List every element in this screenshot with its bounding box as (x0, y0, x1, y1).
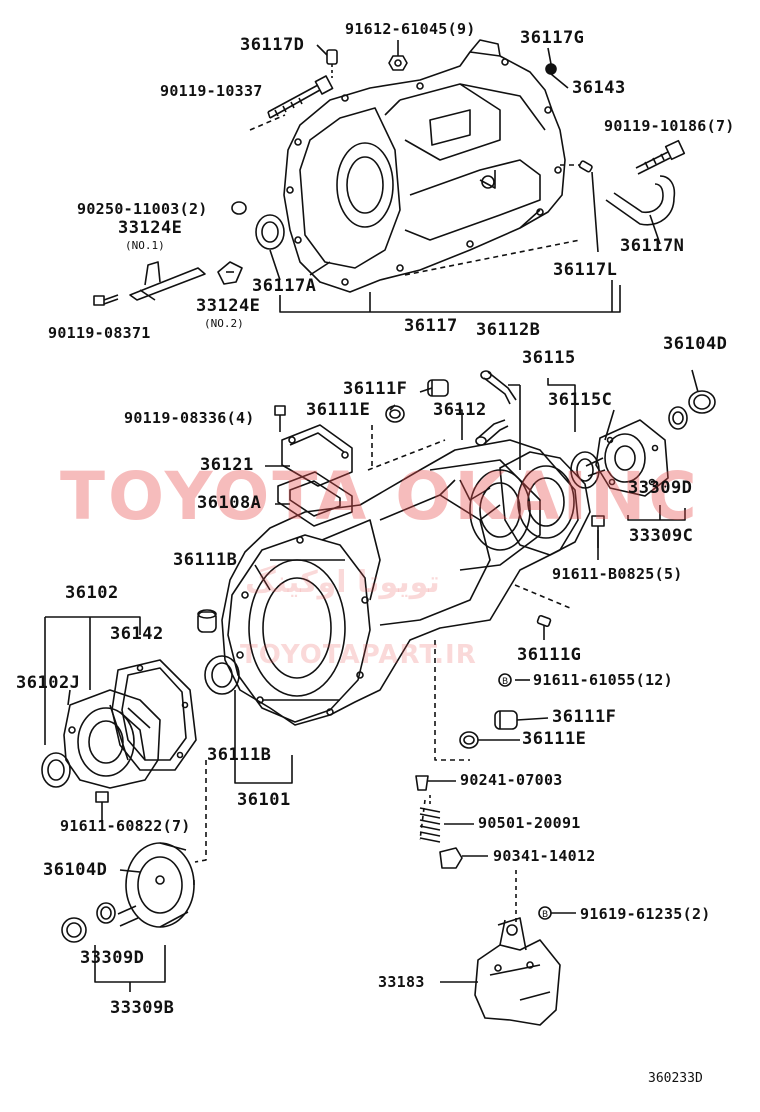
seal-36115C (570, 451, 600, 489)
label-33309D-right[interactable]: 33309D (628, 478, 693, 498)
label-91619-61235[interactable]: 91619-61235(2) (580, 905, 711, 923)
svg-text:B: B (542, 910, 548, 920)
label-33183[interactable]: 33183 (378, 973, 425, 991)
bolt-90119-08336 (274, 405, 286, 432)
pin-36117L (578, 160, 593, 173)
label-36117[interactable]: 36117 (404, 316, 458, 336)
label-90341-14012[interactable]: 90341-14012 (493, 847, 596, 865)
flange-33309C (585, 419, 669, 497)
label-36115C[interactable]: 36115C (548, 390, 613, 410)
label-36102J[interactable]: 36102J (16, 673, 81, 693)
label-33309D-bottom[interactable]: 33309D (80, 948, 145, 968)
bolt-90119-08371 (93, 294, 119, 306)
plug-36111B (197, 609, 217, 633)
bracket-33183 (474, 917, 561, 1026)
svg-text:B: B (502, 677, 508, 687)
label-91611-61055[interactable]: 91611-61055(12) (533, 671, 673, 689)
housing-front-flange (227, 534, 371, 723)
label-90119-08336[interactable]: 90119-08336(4) (124, 409, 255, 427)
bolt-91611-61055: B (498, 673, 512, 687)
label-36111E-top[interactable]: 36111E (306, 400, 371, 420)
label-36143[interactable]: 36143 (572, 78, 626, 98)
cap-36104D-bottom (61, 917, 87, 943)
washer-36111E-bottom (459, 731, 479, 749)
bolt-90119-10186 (635, 139, 686, 175)
pin-36117D (326, 49, 338, 78)
label-36111G[interactable]: 36111G (517, 645, 582, 665)
label-33309C[interactable]: 33309C (629, 526, 694, 546)
spring-90501-20091 (419, 795, 441, 843)
label-90119-10186[interactable]: 90119-10186(7) (604, 117, 735, 135)
label-90241-07003[interactable]: 90241-07003 (460, 771, 563, 789)
washer-36111E-top (385, 405, 405, 423)
label-36111B-bottom[interactable]: 36111B (207, 745, 272, 765)
hose-36117N (605, 175, 676, 226)
label-33124E-no2[interactable]: 33124E (196, 296, 261, 316)
label-36117L[interactable]: 36117L (553, 260, 618, 280)
seal-33309D-right (668, 406, 688, 430)
label-91611-B0825[interactable]: 91611-B0825(5) (552, 565, 683, 583)
transfer-adapter-housing-36117 (283, 39, 566, 293)
pin-36111G (536, 614, 552, 628)
seal-36111B (204, 655, 240, 695)
label-36111E-bottom[interactable]: 36111E (522, 729, 587, 749)
clip-33124E-no2 (217, 261, 243, 285)
gasket-36142 (111, 659, 197, 771)
label-36104D-top[interactable]: 36104D (663, 334, 728, 354)
label-36121[interactable]: 36121 (200, 455, 254, 475)
label-36111B-top[interactable]: 36111B (173, 550, 238, 570)
label-90250-11003[interactable]: 90250-11003(2) (77, 200, 208, 218)
label-33309B[interactable]: 33309B (110, 998, 175, 1018)
diagram-code: 360233D (648, 1071, 703, 1086)
bolt-91611-60822 (95, 791, 109, 808)
label-36102[interactable]: 36102 (65, 583, 119, 603)
label-91612-61045[interactable]: 91612-61045(9) (345, 20, 476, 38)
bolt-90119-10337 (267, 75, 334, 119)
label-36111F-top[interactable]: 36111F (343, 379, 408, 399)
flange-33309B (117, 842, 195, 928)
plug-90341-14012 (439, 847, 463, 869)
cover-36121 (281, 424, 353, 487)
nut-91612-61045 (388, 55, 408, 71)
plug-36117G (545, 63, 557, 75)
label-91611-60822[interactable]: 91611-60822(7) (60, 817, 191, 835)
label-33124E-no1[interactable]: 33124E (118, 218, 183, 238)
label-36101[interactable]: 36101 (237, 790, 291, 810)
label-36117D[interactable]: 36117D (240, 35, 305, 55)
bolt-91619-61235: B (538, 906, 552, 920)
plug-90250-11003 (231, 201, 247, 215)
rear-adapter-36115 (499, 451, 591, 556)
label-36115[interactable]: 36115 (522, 348, 576, 368)
plug-36111F-bottom (494, 710, 518, 730)
cap-36104D-top (688, 390, 716, 414)
label-no2: (NO.2) (204, 317, 244, 330)
seal-36117A (255, 214, 285, 250)
label-36117A[interactable]: 36117A (252, 276, 317, 296)
label-90119-10337[interactable]: 90119-10337 (160, 82, 263, 100)
label-no1: (NO.1) (125, 239, 165, 252)
bracket-33124E-no1 (129, 261, 206, 301)
label-36104D-bottom[interactable]: 36104D (43, 860, 108, 880)
label-36108A[interactable]: 36108A (197, 493, 262, 513)
label-36112[interactable]: 36112 (433, 400, 487, 420)
label-36142[interactable]: 36142 (110, 624, 164, 644)
label-36111F-bottom[interactable]: 36111F (552, 707, 617, 727)
seal-36102J (41, 752, 71, 788)
ball-90241-07003 (415, 775, 429, 791)
label-36117G[interactable]: 36117G (520, 28, 585, 48)
label-36117N[interactable]: 36117N (620, 236, 685, 256)
label-90119-08371[interactable]: 90119-08371 (48, 324, 151, 342)
extension-housing-body (221, 439, 579, 726)
hose-36112B (480, 370, 517, 405)
label-36112B[interactable]: 36112B (476, 320, 541, 340)
seal-33309D-bottom (96, 902, 116, 924)
label-90501-20091[interactable]: 90501-20091 (478, 814, 581, 832)
gasket-36108A (277, 471, 353, 527)
